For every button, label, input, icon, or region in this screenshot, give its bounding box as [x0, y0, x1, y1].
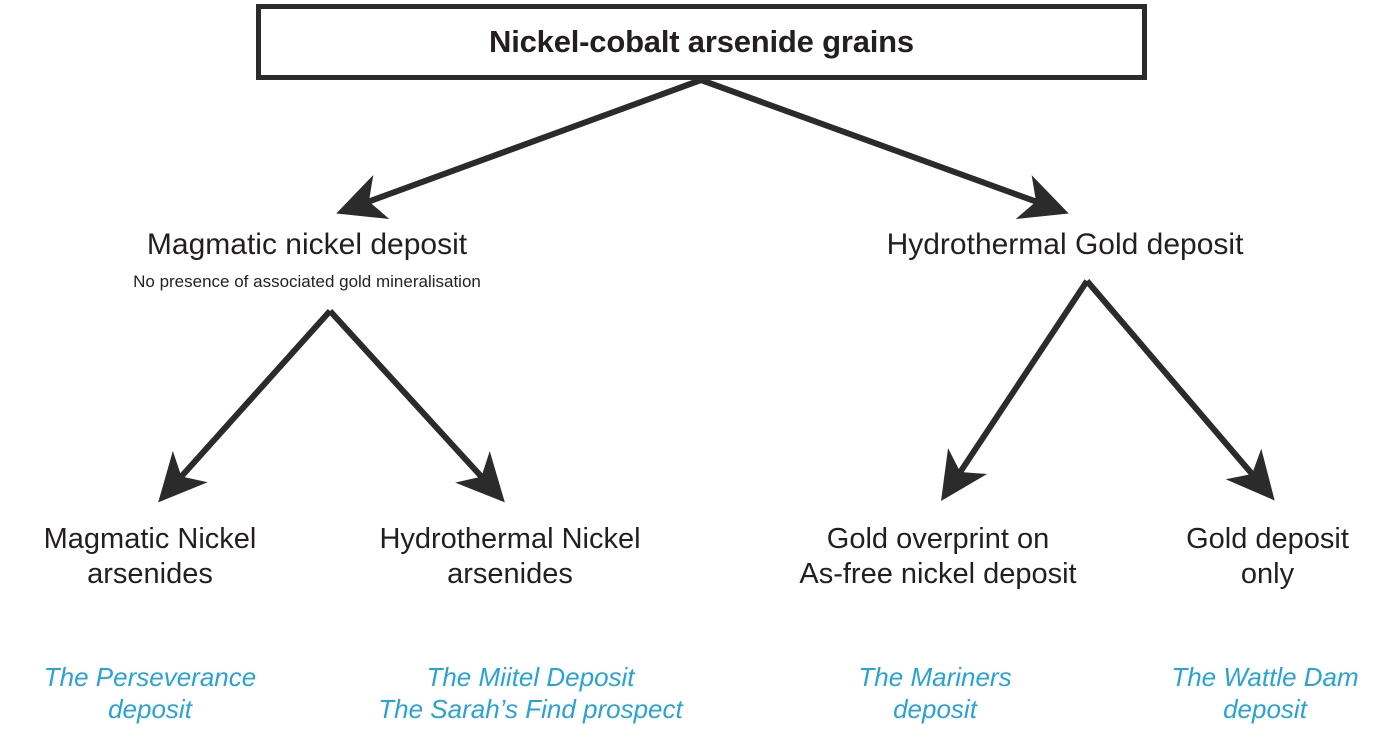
- connector-root-to-magmatic: [336, 77, 703, 219]
- node-gold-deposit-only: Gold deposit only: [1135, 522, 1400, 593]
- connector-magmatic-to-magmatic-arsenides: [158, 308, 333, 503]
- example-perseverance-line2: deposit: [108, 693, 192, 724]
- connector-gold-to-overprint: [941, 279, 1090, 501]
- example-mariners: The Mariners deposit: [790, 662, 1080, 725]
- node-hydrothermal-gold-deposit-label: Hydrothermal Gold deposit: [886, 228, 1244, 261]
- connector-gold-to-gold-only: [1084, 279, 1275, 501]
- example-wattle-dam: The Wattle Dam deposit: [1130, 662, 1400, 725]
- example-miitel-sarahs-find: The Miitel Deposit The Sarah’s Find pros…: [343, 662, 718, 725]
- node-gold-deposit-only-line1: Gold deposit: [1186, 523, 1349, 555]
- node-gold-deposit-only-line2: only: [1240, 558, 1295, 591]
- example-wattle-dam-line1: The Wattle Dam: [1171, 662, 1359, 692]
- example-sarahs-find-line2: The Sarah’s Find prospect: [378, 693, 683, 724]
- node-magmatic-nickel-arsenides: Magmatic Nickel arsenides: [0, 522, 300, 593]
- connector-magmatic-to-hydrothermal-arsenides: [327, 308, 505, 503]
- root-node-box: Nickel-cobalt arsenide grains: [256, 4, 1147, 80]
- root-node-label: Nickel-cobalt arsenide grains: [489, 23, 914, 59]
- node-hydrothermal-nickel-arsenides-line2: arsenides: [447, 558, 573, 591]
- node-gold-overprint-line2: As-free nickel deposit: [799, 558, 1077, 591]
- connector-root-to-hydrothermal: [699, 77, 1069, 220]
- node-hydrothermal-nickel-arsenides: Hydrothermal Nickel arsenides: [340, 522, 680, 593]
- node-hydrothermal-gold-deposit: Hydrothermal Gold deposit: [815, 228, 1315, 262]
- node-magmatic-nickel-arsenides-line2: arsenides: [87, 558, 213, 591]
- example-perseverance-line1: The Perseverance: [43, 662, 257, 692]
- node-magmatic-nickel-deposit: Magmatic nickel deposit: [57, 228, 557, 262]
- node-hydrothermal-nickel-arsenides-line1: Hydrothermal Nickel: [379, 523, 641, 555]
- example-mariners-line1: The Mariners: [858, 662, 1012, 692]
- node-magmatic-nickel-deposit-label: Magmatic nickel deposit: [146, 228, 468, 261]
- example-wattle-dam-line2: deposit: [1223, 693, 1307, 724]
- node-gold-overprint-on-as-free-nickel-deposit: Gold overprint on As-free nickel deposit: [748, 522, 1128, 593]
- node-magmatic-nickel-arsenides-line1: Magmatic Nickel: [43, 523, 257, 555]
- example-mariners-line2: deposit: [893, 693, 977, 724]
- example-miitel-line1: The Miitel Deposit: [426, 662, 635, 692]
- example-perseverance: The Perseverance deposit: [0, 662, 300, 725]
- node-magmatic-nickel-deposit-sublabel: No presence of associated gold mineralis…: [133, 272, 481, 291]
- node-gold-overprint-line1: Gold overprint on: [826, 523, 1050, 555]
